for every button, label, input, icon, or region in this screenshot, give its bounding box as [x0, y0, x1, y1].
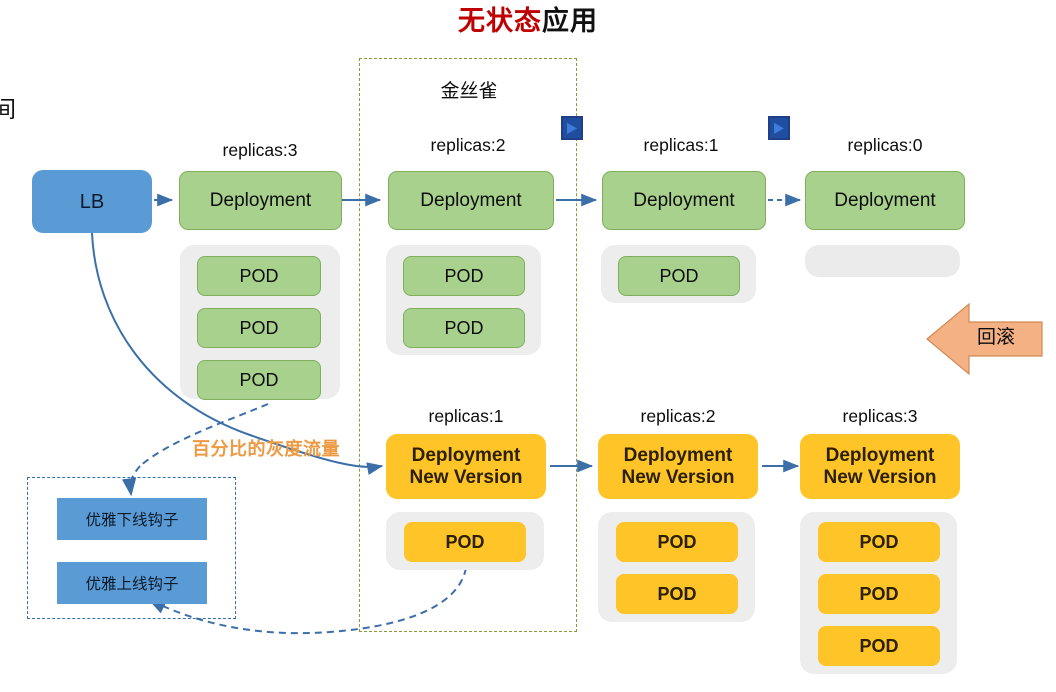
play-triangle-icon [567, 122, 577, 134]
play-icon[interactable] [561, 116, 583, 140]
page-title-accent: 无状态 [458, 6, 542, 36]
pod-label: POD [445, 532, 485, 552]
deployment-new-version-node-2[interactable]: Deployment New Version [598, 434, 758, 499]
graceful-offline-hook[interactable]: 优雅下线钩子 [57, 498, 207, 540]
pod-node[interactable]: POD [818, 626, 940, 666]
page-title: 无状态应用 [0, 4, 1056, 38]
play-triangle-icon [774, 122, 784, 134]
deployment-node-top-2[interactable]: Deployment [388, 171, 554, 230]
deployment-label-line2: New Version [823, 466, 937, 488]
replicas-label-bottom-2: replicas:2 [640, 406, 716, 426]
deployment-node-top-1[interactable]: Deployment [179, 171, 342, 230]
pod-node[interactable]: POD [197, 308, 321, 348]
replicas-label-bottom-3: replicas:3 [842, 406, 918, 426]
deployment-node-top-4[interactable]: Deployment [805, 171, 965, 230]
replicas-label-top-3: replicas:1 [643, 135, 719, 155]
pod-node[interactable]: POD [197, 256, 321, 296]
graceful-online-hook[interactable]: 优雅上线钩子 [57, 562, 207, 604]
pod-node[interactable]: POD [403, 256, 525, 296]
pod-node[interactable]: POD [616, 574, 738, 614]
pod-node[interactable]: POD [404, 522, 526, 562]
pod-node[interactable]: POD [403, 308, 525, 348]
hook-label: 优雅下线钩子 [85, 512, 179, 529]
traffic-annotation-label: 百分比的灰度流量 [192, 439, 340, 459]
pod-node[interactable]: POD [197, 360, 321, 400]
edge-clipped-glyph: 间 [0, 96, 16, 122]
left-arrow-icon [926, 302, 1043, 376]
deployment-label: Deployment [420, 189, 522, 211]
canary-label: 金丝雀 [440, 81, 498, 102]
pod-node[interactable]: POD [818, 574, 940, 614]
replicas-label-bottom-1: replicas:1 [428, 406, 504, 426]
pod-label: POD [859, 584, 899, 604]
page-title-rest: 应用 [542, 6, 598, 36]
pod-tray-top-4-empty [805, 245, 960, 277]
deployment-label-line1: Deployment [825, 444, 935, 466]
pod-node[interactable]: POD [616, 522, 738, 562]
pod-label: POD [239, 318, 279, 338]
deployment-label-line2: New Version [409, 466, 523, 488]
replicas-label-top-2: replicas:2 [430, 135, 506, 155]
deployment-label-line2: New Version [621, 466, 735, 488]
pod-node[interactable]: POD [818, 522, 940, 562]
hook-label: 优雅上线钩子 [85, 576, 179, 593]
pod-node[interactable]: POD [618, 256, 740, 296]
deployment-node-top-3[interactable]: Deployment [602, 171, 766, 230]
pod-label: POD [444, 266, 484, 286]
play-icon[interactable] [768, 116, 790, 140]
rollback-arrow [925, 298, 1045, 380]
replicas-label-top-1: replicas:3 [222, 140, 298, 160]
deployment-label: Deployment [209, 189, 312, 211]
pod-label: POD [657, 532, 697, 552]
deployment-label-line1: Deployment [623, 444, 733, 466]
pod-label: POD [444, 318, 484, 338]
replicas-label-top-4: replicas:0 [847, 135, 923, 155]
pod-label: POD [239, 370, 279, 390]
deployment-new-version-node-3[interactable]: Deployment New Version [800, 434, 960, 499]
pod-label: POD [859, 636, 899, 656]
rollback-label: 回滚 [977, 327, 1016, 348]
lb-label: LB [79, 190, 105, 213]
deployment-label-line1: Deployment [411, 444, 521, 466]
pod-label: POD [657, 584, 697, 604]
pod-label: POD [859, 532, 899, 552]
deployment-new-version-node-1[interactable]: Deployment New Version [386, 434, 546, 499]
deployment-label: Deployment [834, 189, 936, 211]
lb-node[interactable]: LB [32, 170, 152, 233]
pod-label: POD [659, 266, 699, 286]
pod-label: POD [239, 266, 279, 286]
deployment-label: Deployment [633, 189, 735, 211]
